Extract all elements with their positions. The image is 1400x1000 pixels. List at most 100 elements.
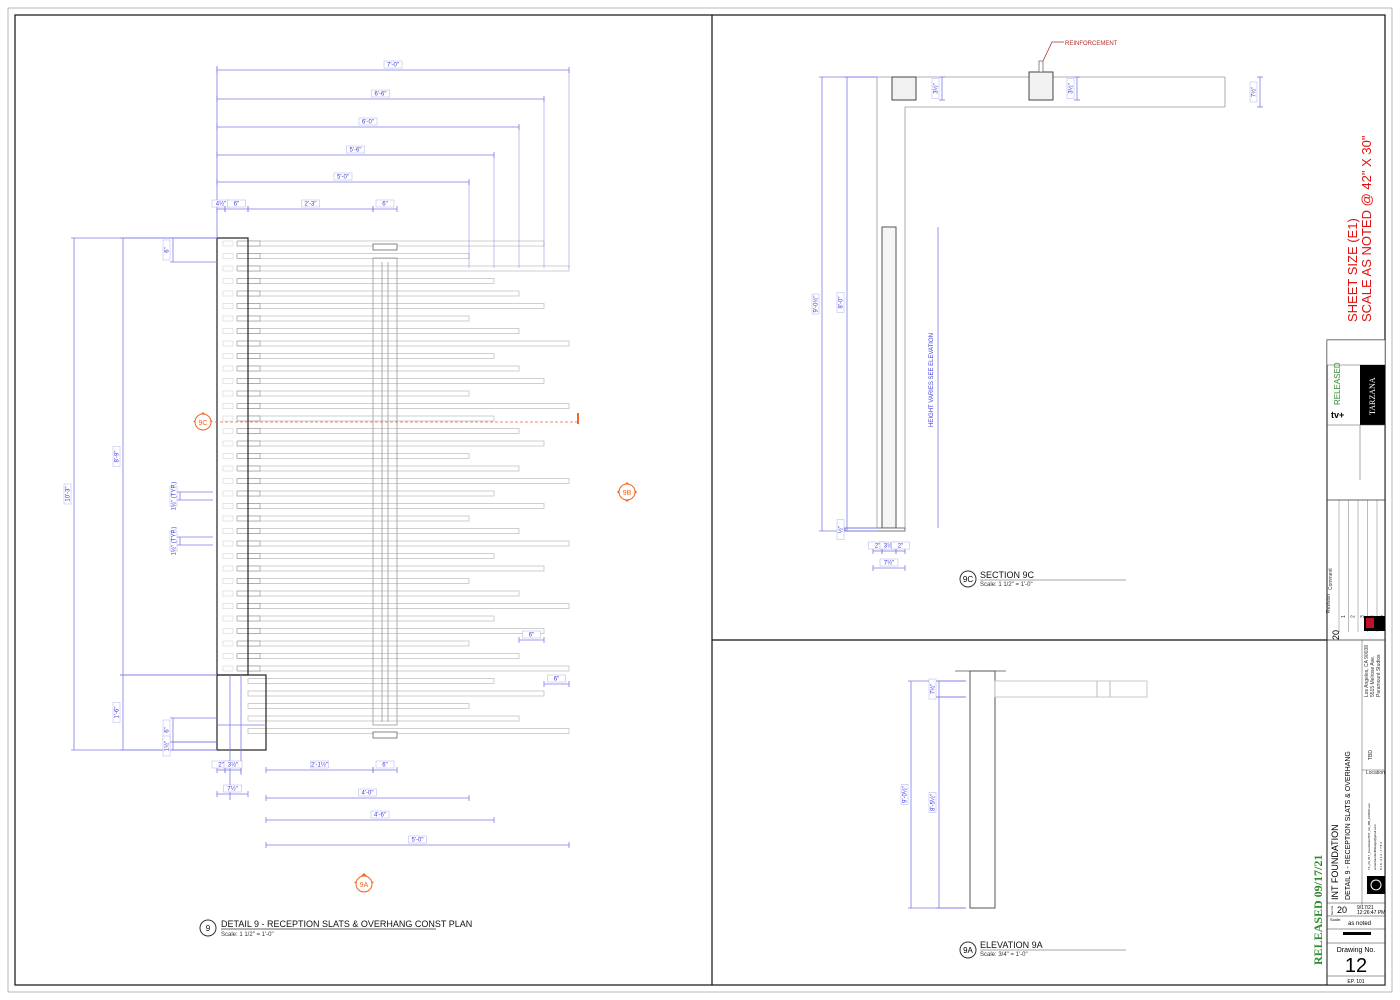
svg-text:Los Angeles, CA 90038: Los Angeles, CA 90038	[1364, 645, 1370, 697]
slat	[247, 653, 520, 659]
dimension-label: 6"	[165, 247, 171, 252]
svg-text:SCALE AS NOTED @ 42" X 30": SCALE AS NOTED @ 42" X 30"	[1359, 135, 1374, 322]
dimension-label: 1½" (TYP.)	[171, 482, 178, 511]
slat	[247, 403, 570, 409]
released-label: RELEASED	[1333, 362, 1342, 405]
svg-text:ELEVATION 9A: ELEVATION 9A	[980, 940, 1043, 950]
height-note: HEIGHT VARIES SEE ELEVATION	[929, 333, 935, 427]
section-marker-9c[interactable]: 9C	[193, 412, 213, 431]
svg-text:TBD: TBD	[1368, 750, 1374, 760]
dimension-label: 1'-6"	[115, 707, 121, 719]
post	[969, 670, 996, 909]
slat	[247, 615, 495, 622]
slat	[247, 278, 495, 284]
svg-text:9/17/21: 9/17/21	[1357, 905, 1374, 911]
dimension-label: ½"	[838, 526, 845, 533]
dimension-label: 2"	[218, 763, 223, 769]
slats	[222, 240, 570, 734]
show-name: TARZANA	[1368, 377, 1377, 415]
slat	[247, 528, 520, 534]
slat	[247, 503, 545, 509]
outer-border	[7, 7, 1393, 993]
slat	[247, 590, 520, 597]
dimension-label: 3½"	[1068, 83, 1075, 93]
slat	[247, 253, 470, 259]
slat	[247, 353, 495, 359]
sheet-title: DETAIL 9 - RECEPTION SLATS & OVERHANG	[1345, 751, 1352, 900]
svg-text:Set No.: Set No.	[1330, 905, 1334, 915]
slat	[247, 465, 520, 472]
dimension-label: 2"	[898, 544, 903, 550]
dimension-label: 3½"	[228, 762, 238, 769]
slat	[247, 603, 570, 609]
svg-text:12:26:47 PM: 12:26:47 PM	[1357, 910, 1385, 916]
elevation-9a: 9'-0½"8'-5½"7½" 9A ELEVATION 9A Scale: 3…	[900, 670, 1148, 959]
slat	[247, 578, 470, 584]
slat	[247, 478, 570, 484]
slat	[247, 390, 470, 397]
dimension-label: 4'-6"	[374, 813, 386, 819]
slat	[247, 690, 545, 697]
dimension-label: 5'-6"	[350, 148, 362, 154]
svg-text:Comment: Comment	[1328, 568, 1334, 590]
section-marker-9a[interactable]: 9A	[354, 873, 374, 893]
svg-text:3: 3	[1360, 615, 1366, 618]
post	[881, 226, 897, 529]
dimension-label: 6"	[234, 202, 239, 208]
dimension-label: 8'-9"	[115, 451, 121, 463]
dimension-label: 1½"	[164, 741, 171, 751]
slat	[247, 565, 545, 572]
slat	[247, 265, 570, 272]
svg-text:5515 Melrose Ave.: 5515 Melrose Ave.	[1370, 656, 1376, 697]
drawing-number: 12	[1345, 955, 1367, 977]
dimension-label: 7'-0"	[387, 63, 399, 69]
section-marker-9b[interactable]: 9B	[617, 482, 637, 502]
slat	[247, 640, 470, 647]
dimension-label: 6"	[382, 202, 387, 208]
svg-text:DETAIL 9 - RECEPTION SLATS & O: DETAIL 9 - RECEPTION SLATS & OVERHANG CO…	[221, 919, 472, 929]
slat	[247, 428, 520, 434]
slat	[247, 415, 495, 422]
slat	[247, 328, 520, 334]
dimension-label: 7½"	[884, 560, 894, 567]
slat	[247, 678, 495, 684]
dimension-label: 7½"	[930, 684, 937, 694]
slat	[247, 490, 495, 497]
block	[891, 76, 917, 101]
dimension-label: 1½" (TYP.)	[171, 527, 178, 556]
dimension-label: 6'-6"	[375, 92, 387, 98]
dimension-label: 3½"	[884, 543, 894, 550]
svg-text:Paramount Studios: Paramount Studios	[1376, 654, 1382, 697]
dimension-label: 5'-0"	[337, 175, 349, 181]
dimension-label: 7½"	[1251, 87, 1258, 97]
svg-text:Scale:: Scale:	[1330, 917, 1341, 922]
dimension-label: 9'-0½"	[813, 296, 820, 313]
frame	[14, 14, 1386, 986]
slat	[247, 715, 520, 722]
slat	[247, 703, 470, 709]
svg-text:20: 20	[1337, 905, 1347, 915]
sheet-size-note: SHEET SIZE (E1) SCALE AS NOTED @ 42" X 3…	[1345, 135, 1374, 322]
svg-text:1: 1	[1341, 615, 1347, 618]
dimension-label: 8'-0"	[839, 297, 845, 309]
sheet-code: EP. 101	[1347, 979, 1364, 985]
svg-text:Revision: Revision	[1326, 594, 1332, 613]
svg-text:SHEET SIZE (E1): SHEET SIZE (E1)	[1345, 218, 1360, 322]
slat	[247, 378, 545, 384]
slat	[247, 365, 520, 372]
slat	[247, 315, 470, 322]
support-column	[372, 257, 398, 726]
svg-text:9A: 9A	[963, 946, 973, 955]
slat	[247, 303, 545, 309]
dimension-label: 7½"	[227, 786, 237, 793]
svg-text:Scale: 1 1/2" = 1'-0": Scale: 1 1/2" = 1'-0"	[221, 932, 274, 938]
dimension-label: 6"	[165, 727, 171, 732]
block	[1028, 71, 1054, 101]
slat	[247, 440, 545, 447]
base-block	[216, 674, 267, 751]
scale-value: as noted	[1348, 921, 1371, 927]
dimension-label: 6"	[382, 763, 387, 769]
slat	[247, 628, 545, 634]
svg-text:Drawing No.: Drawing No.	[1337, 947, 1376, 954]
